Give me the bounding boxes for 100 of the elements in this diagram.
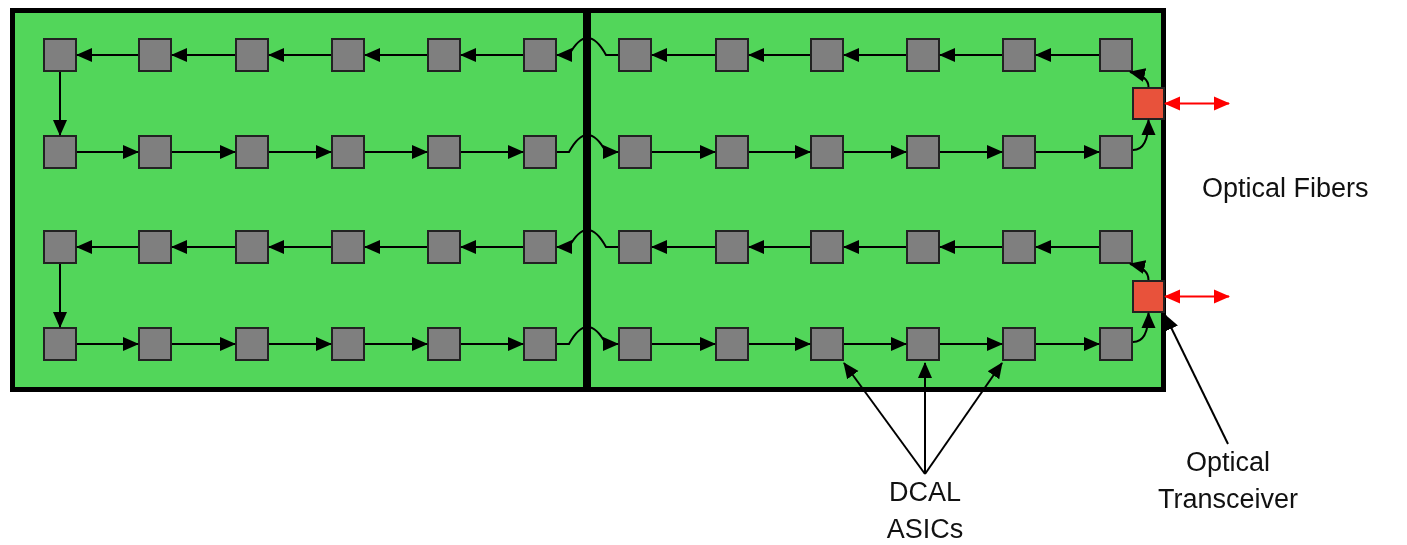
arrow (1129, 68, 1150, 88)
chip-square (906, 327, 940, 361)
chip-square (523, 38, 557, 72)
arrow (556, 37, 619, 62)
arrow (460, 48, 524, 62)
arrow (556, 134, 619, 159)
chip-square (906, 135, 940, 169)
chip-square (331, 38, 365, 72)
arrow (843, 48, 907, 62)
arrow (171, 240, 236, 254)
chip-square (43, 38, 77, 72)
arrow (556, 326, 619, 351)
arrow (171, 337, 236, 351)
arrow (364, 48, 428, 62)
arrow (171, 48, 236, 62)
arrow (268, 145, 332, 159)
chip-square (138, 38, 172, 72)
chip-square (906, 38, 940, 72)
chip-square (1002, 38, 1036, 72)
arrow (651, 48, 716, 62)
circuit-board (586, 8, 1166, 392)
arrow (1035, 48, 1100, 62)
arrow (939, 240, 1003, 254)
chip-square (427, 135, 461, 169)
arrow (460, 337, 524, 351)
arrow (939, 145, 1003, 159)
chip-square (618, 38, 652, 72)
arrow (843, 337, 907, 351)
leader-line (843, 362, 926, 475)
chip-square (906, 230, 940, 264)
callout-label: Optical Transceiver (1140, 444, 1316, 520)
arrow (1035, 145, 1100, 159)
chip-square (43, 327, 77, 361)
chip-square (427, 230, 461, 264)
chip-square (331, 135, 365, 169)
arrow (651, 240, 716, 254)
arrow (651, 145, 716, 159)
double-arrow (1164, 96, 1230, 111)
chip-square (715, 327, 749, 361)
chip-square (138, 327, 172, 361)
leader-line (918, 362, 932, 475)
chip-square (1099, 230, 1133, 264)
double-arrow (1164, 289, 1230, 304)
chip-square (235, 135, 269, 169)
arrow (53, 71, 67, 136)
chip-square (138, 230, 172, 264)
chip-square (523, 230, 557, 264)
chip-square (331, 230, 365, 264)
arrow (1035, 337, 1100, 351)
chip-square (618, 135, 652, 169)
arrow (268, 240, 332, 254)
chip-square (1002, 230, 1036, 264)
arrow (76, 240, 139, 254)
chip-square (1099, 327, 1133, 361)
arrow (364, 145, 428, 159)
circuit-board (10, 8, 588, 392)
arrow (748, 145, 811, 159)
chip-square (715, 230, 749, 264)
chip-square (1099, 38, 1133, 72)
chip-square (523, 135, 557, 169)
chip-square (715, 135, 749, 169)
chip-square (1099, 135, 1133, 169)
transceiver-square (1132, 280, 1165, 313)
arrow (76, 48, 139, 62)
arrow (76, 337, 139, 351)
arrow (460, 145, 524, 159)
arrow (460, 240, 524, 254)
chip-square (43, 135, 77, 169)
arrow (171, 145, 236, 159)
arrow (268, 48, 332, 62)
chip-square (427, 327, 461, 361)
arrow (76, 145, 139, 159)
fibers-label: Optical Fibers (1202, 172, 1369, 205)
leader-line (924, 362, 1003, 475)
chip-square (1002, 327, 1036, 361)
chip-square (810, 38, 844, 72)
chip-square (810, 230, 844, 264)
chip-square (715, 38, 749, 72)
chip-square (810, 327, 844, 361)
chip-square (618, 230, 652, 264)
chip-square (235, 38, 269, 72)
arrow (1129, 260, 1150, 281)
arrow (843, 240, 907, 254)
chip-square (810, 135, 844, 169)
chip-square (523, 327, 557, 361)
chip-square (138, 135, 172, 169)
arrow (748, 48, 811, 62)
arrow (1035, 240, 1100, 254)
arrow (53, 263, 67, 328)
arrow (556, 229, 619, 254)
chip-square (235, 327, 269, 361)
arrow (364, 240, 428, 254)
arrow (748, 337, 811, 351)
arrow (843, 145, 907, 159)
arrow (651, 337, 716, 351)
arrow (748, 240, 811, 254)
chip-square (331, 327, 365, 361)
callout-label: DCAL ASICs (866, 474, 984, 545)
chip-square (618, 327, 652, 361)
arrow (939, 337, 1003, 351)
